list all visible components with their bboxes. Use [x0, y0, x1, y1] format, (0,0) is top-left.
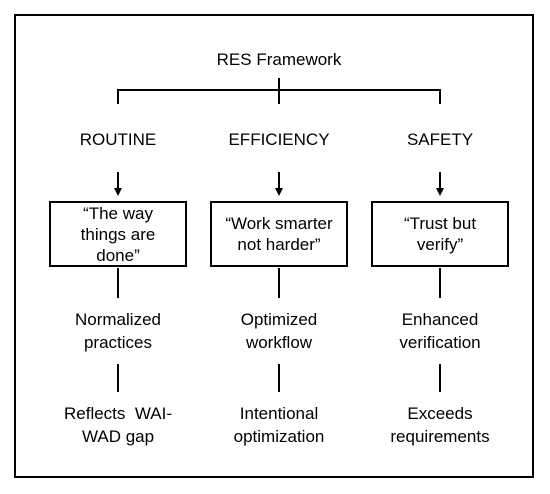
heading-efficiency: EFFICIENCY [228, 130, 330, 149]
quote-box-safety: “Trust but verify” [371, 201, 509, 267]
heading-routine: ROUTINE [79, 130, 157, 149]
result-line: WAD gap [81, 427, 155, 446]
outcome-safety: Enhanced verification [399, 308, 480, 354]
outcome-line: Enhanced [401, 310, 479, 329]
quote-line: not harder” [237, 235, 321, 254]
outcome-line: practices [83, 333, 153, 352]
quote-line: done” [96, 245, 140, 265]
outcome-line: Normalized [75, 310, 161, 329]
quote-line: “The way [83, 203, 153, 223]
quote-line: verify” [416, 235, 464, 254]
outcome-line: Optimized [240, 310, 318, 329]
outcome-line: workflow [245, 333, 313, 352]
quote-text-efficiency: “Work smarter not harder” [213, 213, 344, 255]
result-safety: Exceeds requirements [390, 402, 489, 448]
quote-text-safety: “Trust but verify” [392, 213, 488, 255]
outcome-line: verification [399, 333, 481, 352]
quote-line: “Work smarter [225, 214, 333, 233]
heading-safety: SAFETY [406, 130, 474, 149]
quote-box-routine: “The way things are done” [49, 201, 187, 267]
outcome-efficiency: Optimized workflow [241, 308, 318, 354]
result-line: requirements [390, 427, 490, 446]
quote-text-routine: “The way things are done” [69, 203, 168, 266]
result-efficiency: Intentional optimization [234, 402, 325, 448]
outcome-routine: Normalized practices [75, 308, 161, 354]
result-line: Exceeds [407, 404, 473, 423]
quote-box-efficiency: “Work smarter not harder” [210, 201, 348, 267]
diagram-title: RES Framework [216, 50, 342, 69]
result-routine: Reflects WAI- WAD gap [64, 402, 172, 448]
quote-line: “Trust but [403, 214, 477, 233]
result-line: optimization [233, 427, 325, 446]
quote-line: things are [80, 224, 156, 244]
result-line: Intentional [239, 404, 319, 423]
diagram-frame [14, 14, 534, 478]
result-line: Reflects WAI- [64, 404, 172, 423]
